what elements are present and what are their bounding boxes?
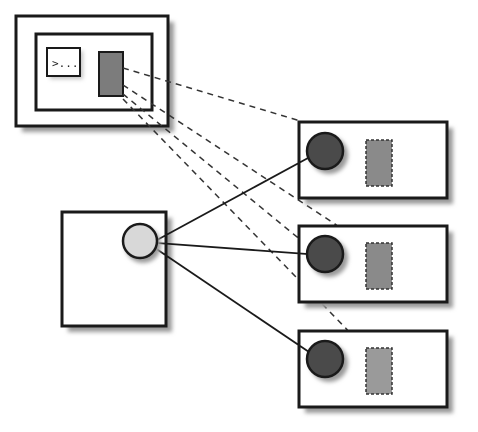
prompt-text: >...: [52, 57, 79, 70]
solid-links: [154, 157, 310, 353]
target-box-1: [297, 120, 453, 204]
dashed-link-2-top: [122, 84, 365, 244]
solid-link-3: [154, 247, 310, 353]
source-box-group: [60, 210, 172, 332]
terminal-slot: [98, 51, 124, 97]
solid-link-1: [156, 157, 309, 241]
target-slot-3: [365, 347, 393, 395]
prompt-box: [46, 47, 81, 77]
target-node-1: [305, 131, 345, 171]
target-node-2: [305, 234, 345, 274]
target-box-3: [297, 329, 453, 413]
source-node: [121, 222, 159, 260]
target-node-3: [305, 339, 345, 379]
target-slot-2: [365, 242, 393, 290]
target-slot-1: [365, 139, 393, 187]
terminal-window-group: >...: [14, 14, 174, 132]
target-box-2: [297, 224, 453, 308]
solid-link-2: [156, 242, 308, 255]
